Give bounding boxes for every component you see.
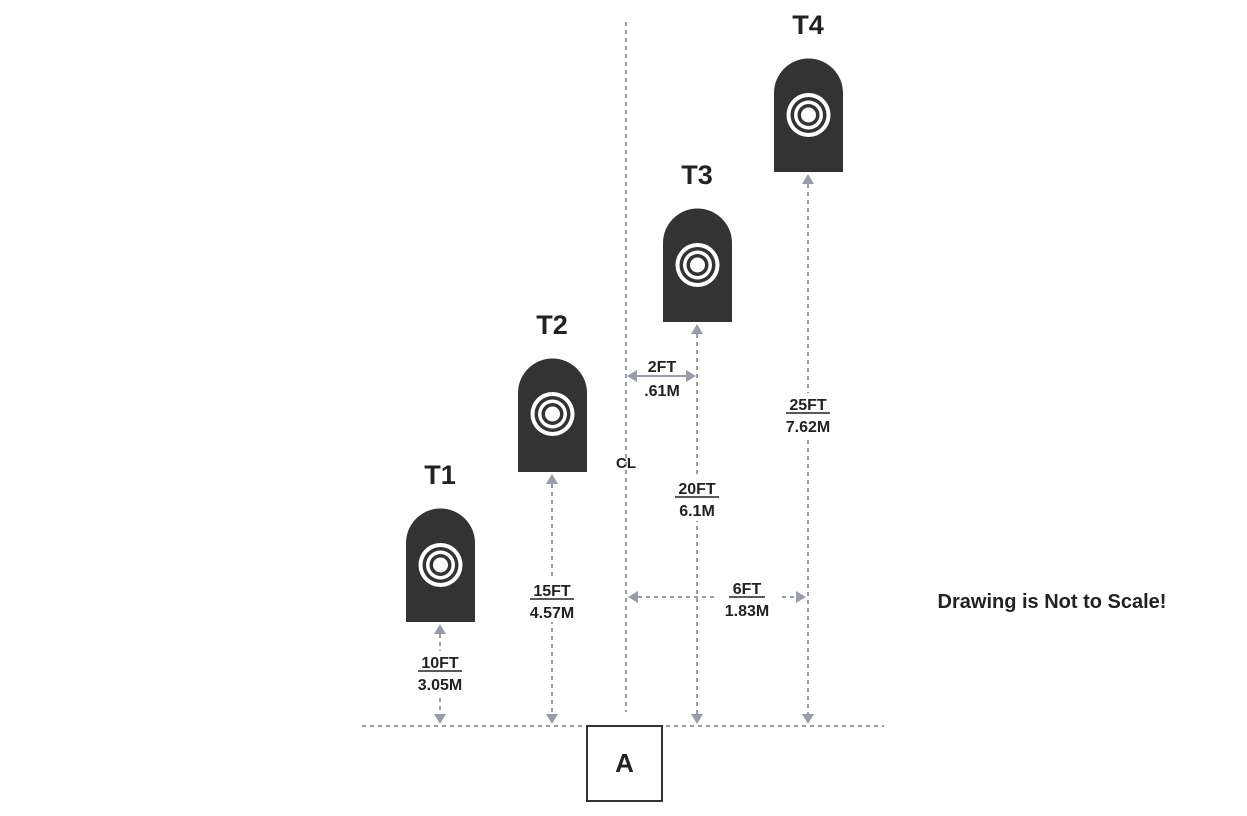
bullseye-icon xyxy=(530,392,575,436)
origin-box: A xyxy=(586,725,663,802)
t4-distance-ft: 25FT xyxy=(789,397,827,414)
target-t4-label: T4 xyxy=(792,10,824,40)
t3-offset-ft: 2FT xyxy=(648,359,677,376)
arrow-down-icon xyxy=(434,714,446,724)
arrow-down-icon xyxy=(546,714,558,724)
centerline-label: CL xyxy=(616,455,636,472)
t3-distance-dimension: 20FT 6.1M xyxy=(667,324,727,724)
arrow-up-icon xyxy=(691,324,703,334)
t2-distance-dimension: 15FT 4.57M xyxy=(522,474,582,724)
t4-offset-ft: 6FT xyxy=(733,581,762,598)
arrow-right-icon xyxy=(796,591,806,603)
t1-distance-dimension: 10FT 3.05M xyxy=(412,624,468,724)
t2-distance-ft: 15FT xyxy=(533,583,571,600)
arrow-left-icon xyxy=(627,370,637,382)
bullseye-icon xyxy=(675,243,720,287)
t4-offset-m: 1.83M xyxy=(725,603,769,620)
arrow-up-icon xyxy=(546,474,558,484)
t3-distance-m: 6.1M xyxy=(679,503,715,520)
t4-distance-m: 7.62M xyxy=(786,419,830,436)
arrow-right-icon xyxy=(686,370,696,382)
t4-lateral-dimension: 6FT 1.83M xyxy=(628,576,806,620)
arrow-down-icon xyxy=(802,714,814,724)
bullseye-icon xyxy=(418,543,463,587)
arrow-up-icon xyxy=(434,624,446,634)
target-t1 xyxy=(406,508,475,622)
t3-distance-ft: 20FT xyxy=(678,481,716,498)
target-t2-label: T2 xyxy=(536,310,568,340)
bullseye-icon xyxy=(786,93,831,137)
target-t1-label: T1 xyxy=(424,460,456,490)
arrow-up-icon xyxy=(802,174,814,184)
t2-distance-m: 4.57M xyxy=(530,605,574,622)
origin-box-label: A xyxy=(615,748,634,778)
t3-offset-m: .61M xyxy=(644,383,680,400)
target-t3-label: T3 xyxy=(681,160,713,190)
t3-lateral-dimension: 2FT .61M xyxy=(627,359,696,400)
t4-distance-dimension: 25FT 7.62M xyxy=(778,174,838,724)
t1-distance-m: 3.05M xyxy=(418,677,462,694)
arrow-down-icon xyxy=(691,714,703,724)
scale-note: Drawing is Not to Scale! xyxy=(938,591,1167,613)
target-t3 xyxy=(663,208,732,322)
target-t4 xyxy=(774,58,843,173)
target-t2 xyxy=(518,358,587,472)
arrow-left-icon xyxy=(628,591,638,603)
t1-distance-ft: 10FT xyxy=(421,655,459,672)
